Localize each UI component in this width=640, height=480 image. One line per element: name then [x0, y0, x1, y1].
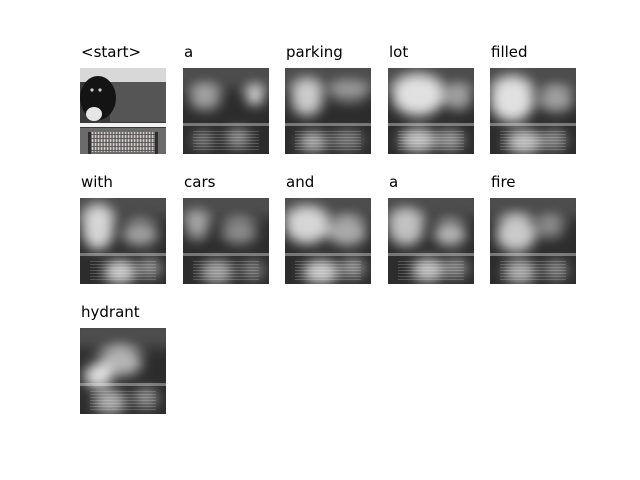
attention-map: [80, 328, 166, 414]
attention-map: [183, 68, 269, 154]
source-photo: [80, 68, 166, 154]
word-label: parking: [286, 43, 343, 61]
word-panel: <start>: [80, 43, 166, 155]
attention-heatmap-image: [285, 68, 371, 154]
word-panel: fire: [490, 173, 576, 285]
word-label: a: [389, 173, 399, 191]
attention-heatmap-image: [183, 198, 269, 284]
attention-map: [388, 68, 474, 154]
attention-heatmap-image: [183, 68, 269, 154]
attention-map: [80, 198, 166, 284]
word-label: fire: [491, 173, 516, 191]
word-panel: cars: [183, 173, 269, 285]
word-panel: a: [388, 173, 474, 285]
attention-map: [490, 198, 576, 284]
source-photo-image: [80, 68, 166, 154]
word-panel: parking: [285, 43, 371, 155]
attention-map: [183, 198, 269, 284]
word-panel: filled: [490, 43, 576, 155]
attention-map: [388, 198, 474, 284]
attention-heatmap-image: [80, 198, 166, 284]
attention-heatmap-image: [80, 328, 166, 414]
word-panel: with: [80, 173, 166, 285]
word-panel: a: [183, 43, 269, 155]
word-label: lot: [389, 43, 409, 61]
word-label: filled: [491, 43, 528, 61]
word-label: hydrant: [81, 303, 140, 321]
word-label: a: [184, 43, 194, 61]
word-label: with: [81, 173, 113, 191]
attention-heatmap-image: [490, 68, 576, 154]
word-panel: hydrant: [80, 303, 166, 415]
attention-heatmap-image: [388, 68, 474, 154]
attention-map: [490, 68, 576, 154]
attention-heatmap-image: [388, 198, 474, 284]
attention-heatmap-image: [490, 198, 576, 284]
attention-map: [285, 198, 371, 284]
word-label: <start>: [81, 43, 142, 61]
word-label: cars: [184, 173, 216, 191]
attention-heatmap-image: [285, 198, 371, 284]
attention-map: [285, 68, 371, 154]
word-panel: lot: [388, 43, 474, 155]
word-label: and: [286, 173, 315, 191]
word-panel: and: [285, 173, 371, 285]
